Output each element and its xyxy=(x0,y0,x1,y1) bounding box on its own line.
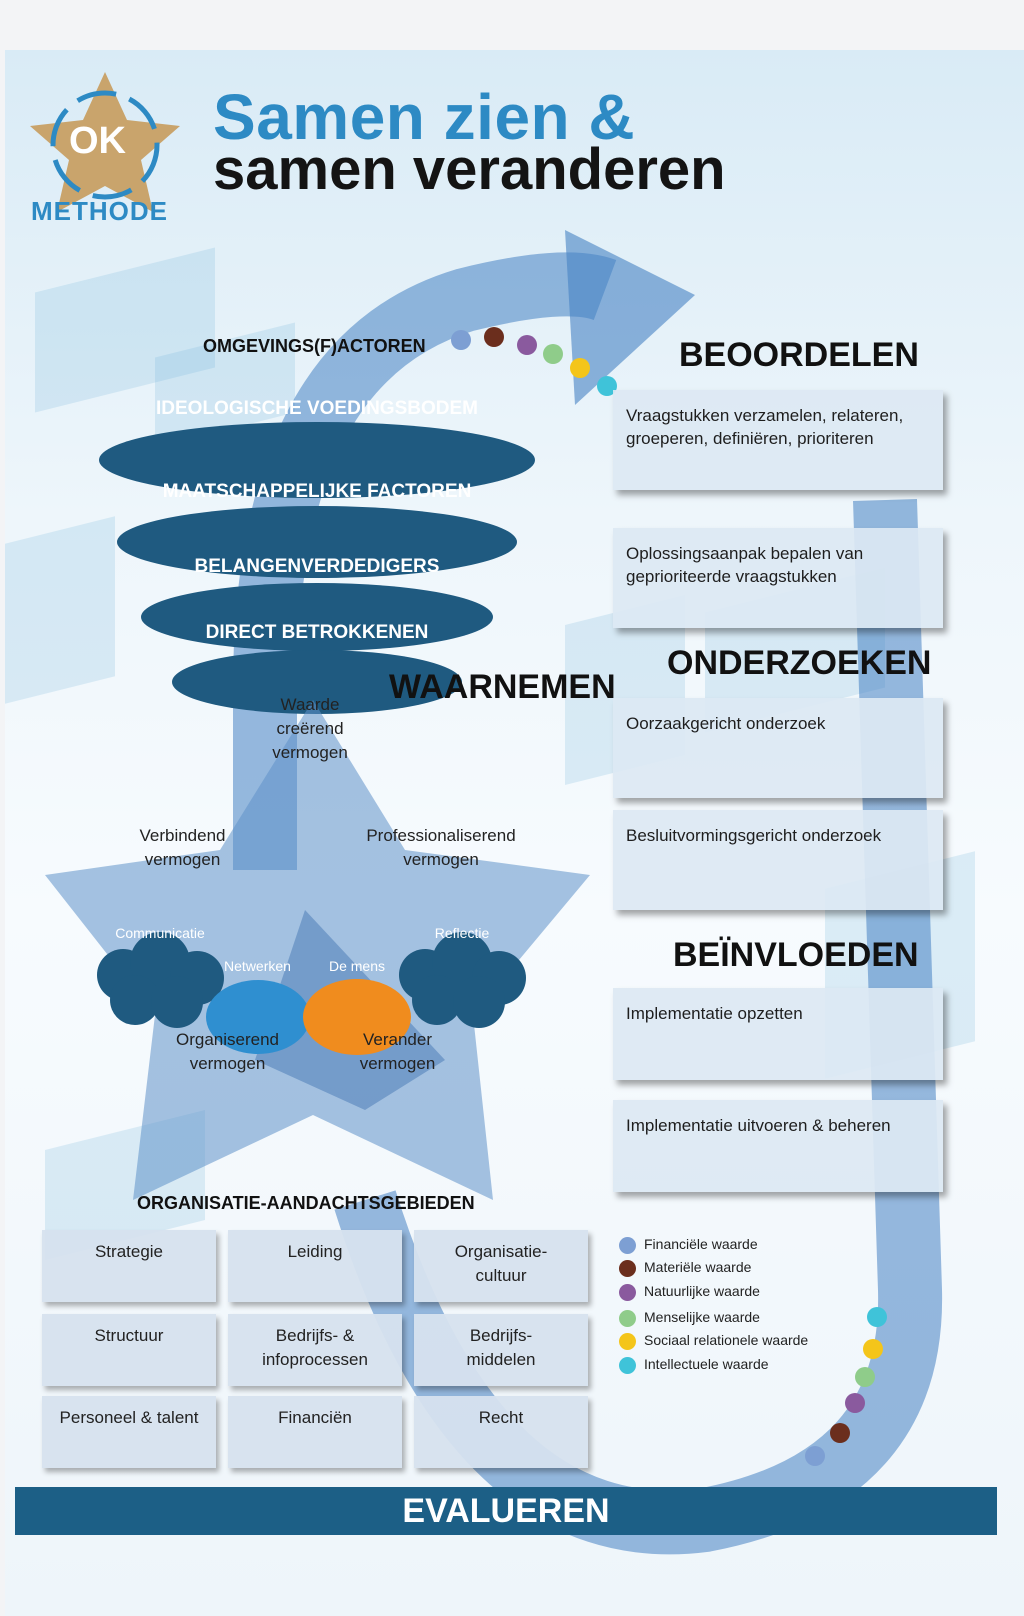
dot-intellectual-top xyxy=(597,376,617,396)
org-cell-strategy: Strategie xyxy=(42,1230,216,1302)
org-cell-leadership: Leiding xyxy=(228,1230,402,1302)
step-assess-2: Oplossingsaanpak bepalen van geprioritee… xyxy=(613,528,943,628)
legend-item: Intellectuele waarde xyxy=(619,1354,769,1374)
dot-intellectual-right xyxy=(867,1307,887,1327)
ellipse-label-society: MAATSCHAPPELIJKE FACTOREN xyxy=(162,481,472,502)
phase-heading-assess: BEOORDELEN xyxy=(679,336,919,374)
org-cell-law: Recht xyxy=(414,1396,588,1468)
circle-netwerken xyxy=(206,980,310,1054)
legend-item: Financiële waarde xyxy=(619,1234,758,1254)
observe-heading: WAARNEMEN xyxy=(389,668,616,706)
dot-material-right xyxy=(830,1423,850,1443)
phase-heading-influence: BEÏNVLOEDEN xyxy=(673,936,919,974)
dot-natural-top xyxy=(517,335,537,355)
star-label-top: Waarde creërend vermogen xyxy=(272,695,348,762)
step-influence-1: Implementatie opzetten xyxy=(613,988,943,1080)
circle-label-network: Netwerken xyxy=(224,958,291,974)
ellipse-ideology xyxy=(99,422,535,498)
logo-badge: OK xyxy=(69,120,126,162)
ellipse-label-ideology: IDEOLOGISCHE VOEDINGSBODEM xyxy=(156,398,478,419)
evaluate-bar xyxy=(15,1487,997,1535)
ellipse-direct xyxy=(172,650,462,714)
title-line-1: Samen zien & xyxy=(213,81,636,153)
circle-label-person: De mens xyxy=(328,958,386,974)
legend-dot-icon xyxy=(619,1356,636,1374)
ellipse-society xyxy=(117,506,517,578)
legend-item: Materiële waarde xyxy=(619,1257,751,1277)
org-cell-culture: Organisatie- cultuur xyxy=(414,1230,588,1302)
dot-social-top xyxy=(570,358,590,378)
step-research-2: Besluitvormingsgericht onderzoek xyxy=(613,810,943,910)
legend-dot-icon xyxy=(619,1259,636,1277)
star-label-right: Professionaliserend vermogen xyxy=(366,826,516,869)
ellipse-label-direct: DIRECT BETROKKENEN xyxy=(205,622,429,643)
ellipse-stakeholders xyxy=(141,583,493,651)
org-cell-resources: Bedrijfs- middelen xyxy=(414,1314,588,1386)
environment-heading: OMGEVINGS(F)ACTOREN xyxy=(203,336,426,356)
star-label-bottom-right: Verander vermogen xyxy=(359,1030,436,1073)
org-cell-finance: Financiën xyxy=(228,1396,402,1468)
dot-financial-top xyxy=(451,330,471,350)
dot-human-right xyxy=(855,1367,875,1387)
step-influence-2: Implementatie uitvoeren & beheren xyxy=(613,1100,943,1192)
circle-de-mens xyxy=(303,979,411,1055)
logo-cycle-icon xyxy=(50,90,160,200)
legend-item: Sociaal relationele waarde xyxy=(619,1330,808,1350)
legend-dot-icon xyxy=(619,1283,636,1301)
legend-dot-icon xyxy=(619,1332,636,1350)
org-cell-structure: Structuur xyxy=(42,1314,216,1386)
cloud-label-right: Reflectie xyxy=(434,925,490,941)
cloud-communicatie-icon xyxy=(97,932,224,1028)
star-label-left: Verbindend vermogen xyxy=(139,826,226,869)
dot-financial-right xyxy=(805,1446,825,1466)
cloud-label-left: Communicatie xyxy=(115,925,205,941)
legend-item: Natuurlijke waarde xyxy=(619,1281,760,1301)
evaluate-label: EVALUEREN xyxy=(402,1492,610,1530)
phase-heading-research: ONDERZOEKEN xyxy=(667,644,932,682)
organization-heading: ORGANISATIE-AANDACHTSGEBIEDEN xyxy=(137,1193,475,1213)
org-cell-personnel: Personeel & talent xyxy=(42,1396,216,1468)
cycle-arrow-head xyxy=(565,230,695,405)
dot-human-top xyxy=(543,344,563,364)
dot-natural-right xyxy=(845,1393,865,1413)
cloud-reflectie-icon xyxy=(399,932,526,1028)
legend-item: Menselijke waarde xyxy=(619,1307,760,1327)
star-label-bottom-left: Organiserend vermogen xyxy=(175,1030,279,1073)
dot-material-top xyxy=(484,327,504,347)
poster: OK METHODE Samen zien & samen veranderen… xyxy=(5,50,1024,1616)
capability-star xyxy=(45,700,590,1200)
logo-name: METHODE xyxy=(31,196,168,226)
step-research-1: Oorzaakgericht onderzoek xyxy=(613,698,943,798)
step-assess-1: Vraagstukken verzamelen, relateren, groe… xyxy=(613,390,943,490)
dot-social-right xyxy=(863,1339,883,1359)
ellipse-label-stakeholders: BELANGENVERDEDIGERS xyxy=(194,556,440,577)
org-cell-processes: Bedrijfs- & infoprocessen xyxy=(228,1314,402,1386)
legend-dot-icon xyxy=(619,1309,636,1327)
title-line-2: samen veranderen xyxy=(213,137,726,202)
legend-dot-icon xyxy=(619,1236,636,1254)
logo-star-icon xyxy=(30,72,180,212)
